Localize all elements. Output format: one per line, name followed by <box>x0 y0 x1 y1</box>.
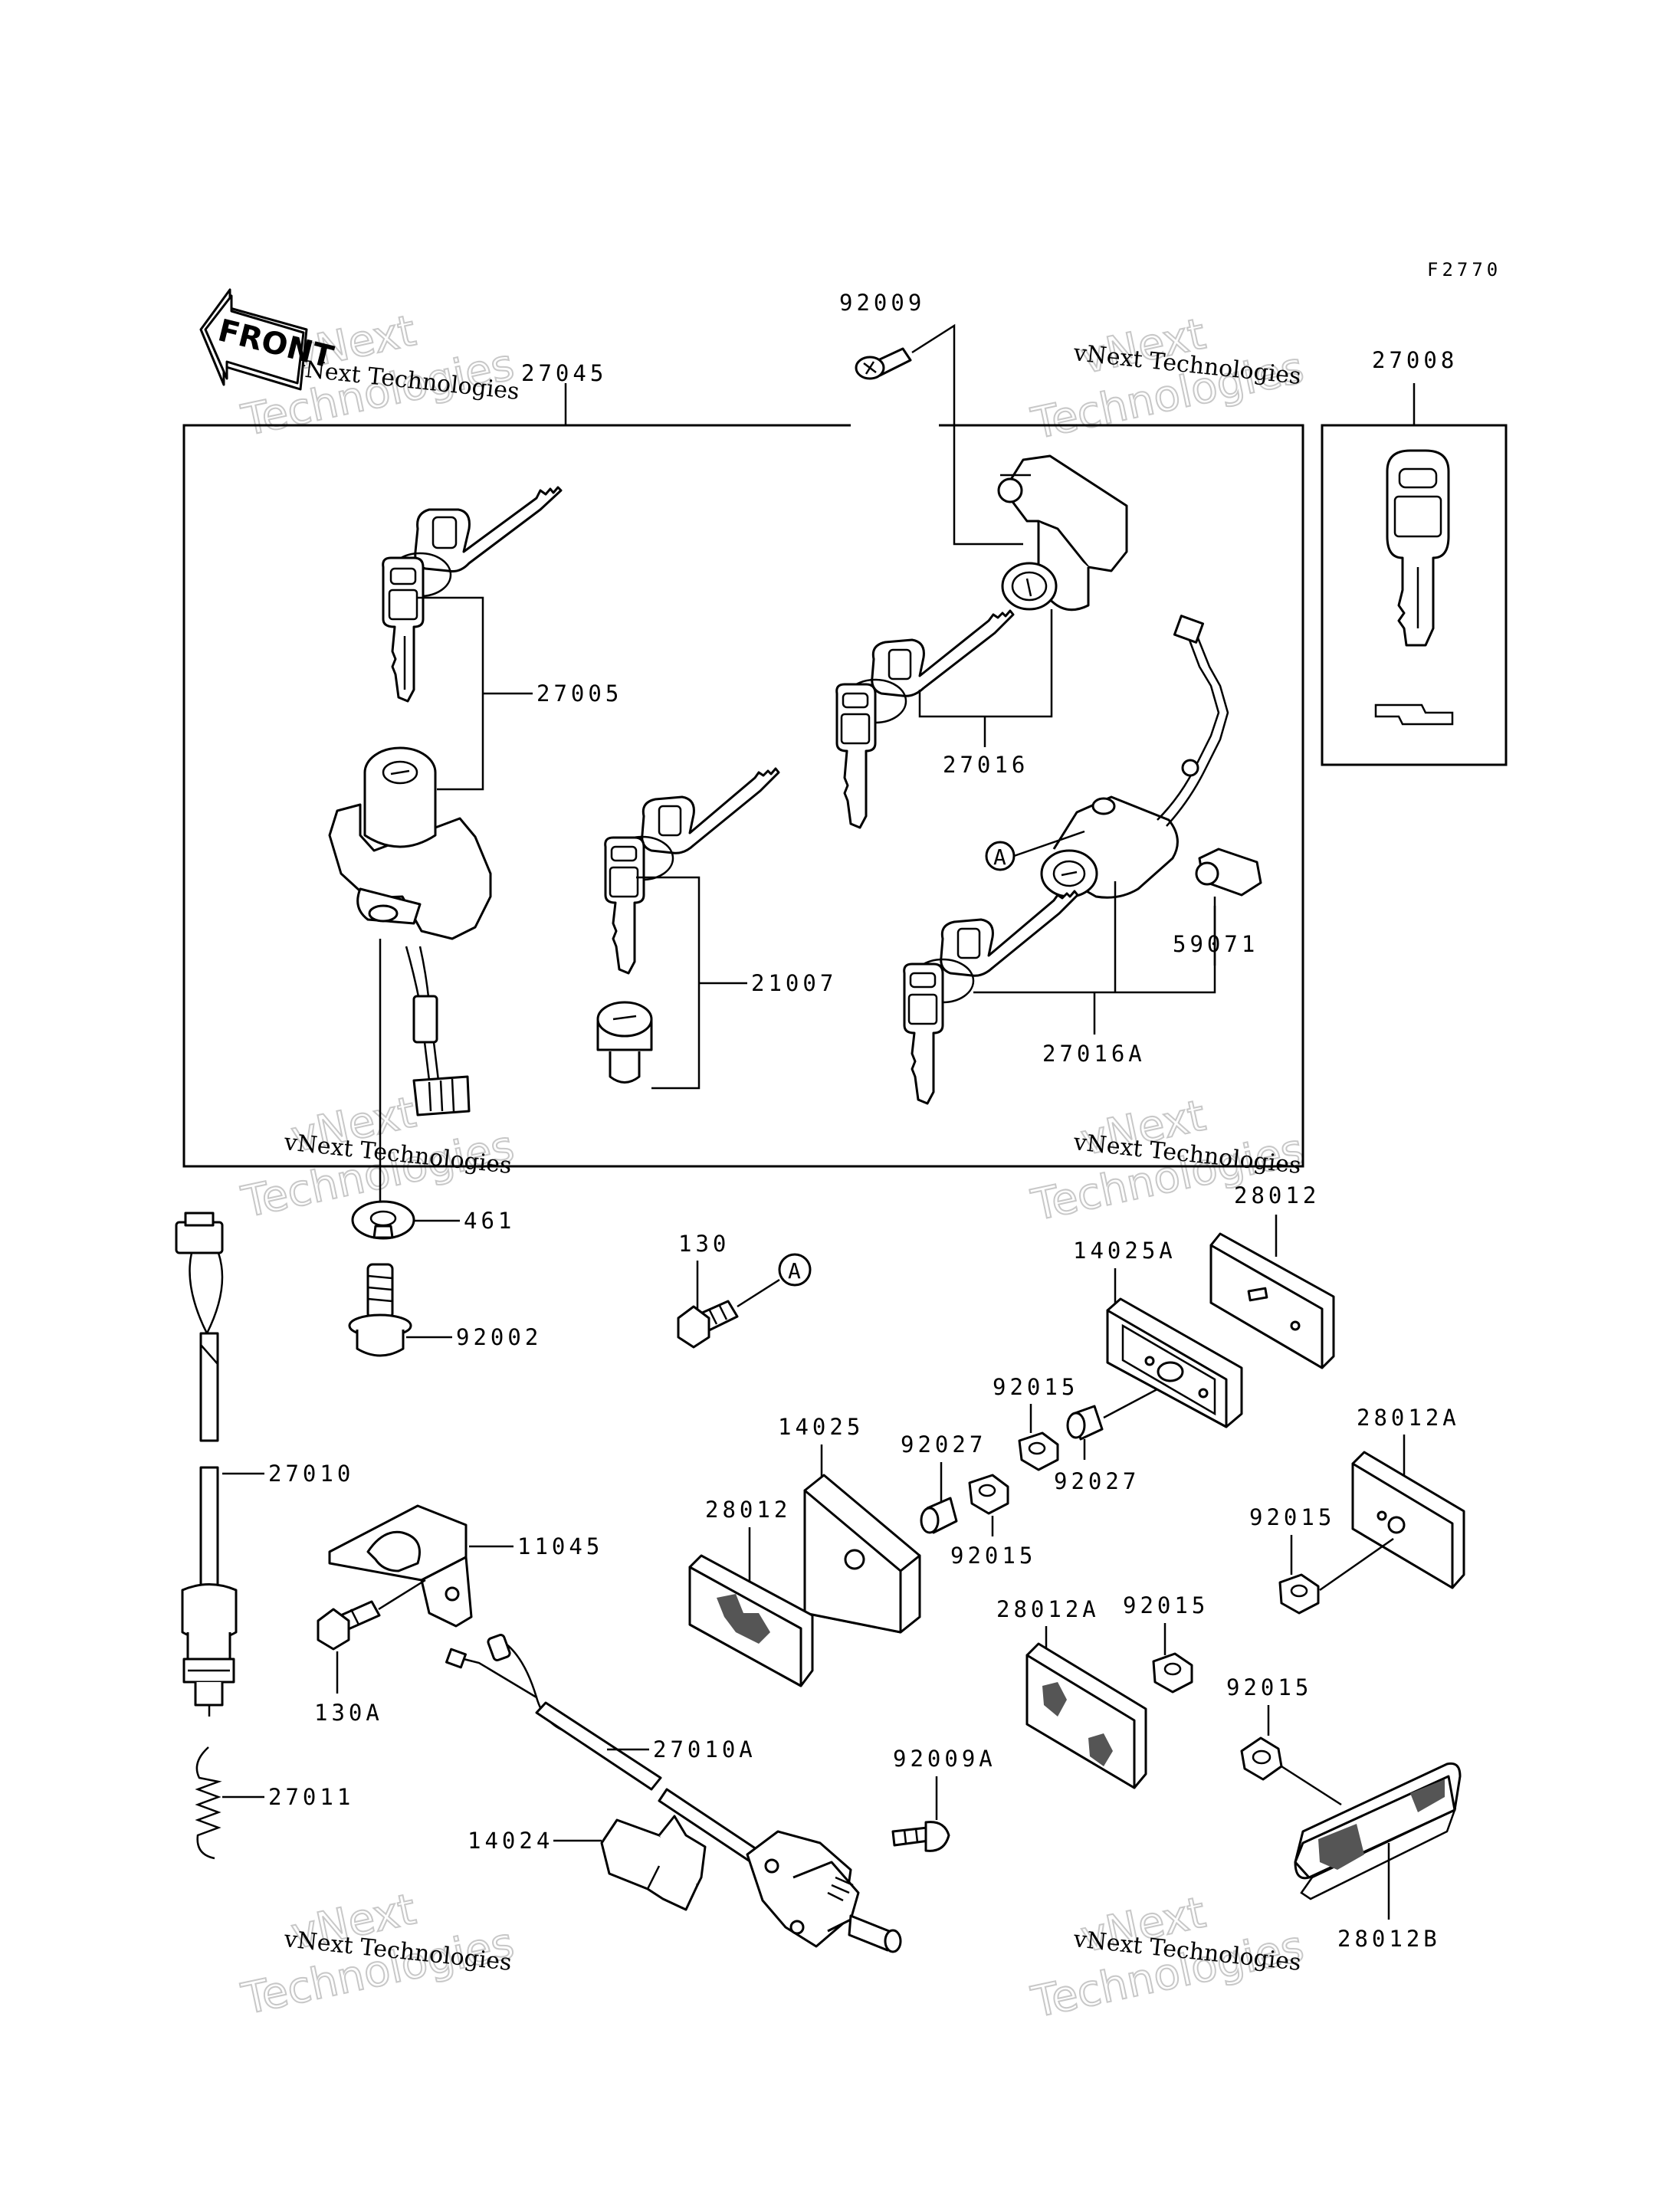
leader-92009 <box>911 323 1023 546</box>
label-14025A: 14025A <box>1073 1238 1176 1264</box>
seat-lock-27016 <box>997 454 1128 612</box>
reflector-28012A-right <box>1351 1451 1465 1589</box>
bolt-130A <box>317 1600 381 1651</box>
label-92015-c: 92015 <box>1249 1504 1335 1530</box>
ref-marker-a-bottom <box>778 1253 812 1287</box>
label-27011: 27011 <box>268 1784 354 1810</box>
ignition-switch-27005 <box>328 746 492 1117</box>
leader-130A-bracket <box>378 1579 426 1611</box>
key-box-27008: 27008 <box>1321 347 1508 766</box>
label-14024: 14024 <box>468 1828 553 1854</box>
label-92015-e: 92015 <box>1226 1674 1312 1700</box>
lamp-plate-14025A <box>1106 1297 1243 1428</box>
label-92009: 92009 <box>839 290 925 316</box>
label-21007: 21007 <box>751 970 837 996</box>
collar-92027-b <box>1066 1405 1104 1441</box>
figure-code: F2770 <box>1427 259 1501 280</box>
label-28012-top: 28012 <box>1234 1182 1320 1208</box>
washer-461 <box>351 1200 415 1240</box>
reflector-28012-mid <box>688 1554 814 1687</box>
helmet-lock-27016A <box>1040 615 1229 899</box>
label-27010A: 27010A <box>653 1736 756 1763</box>
label-92015-d: 92015 <box>1123 1592 1209 1618</box>
screw-92009 <box>855 347 912 380</box>
key-profile-icon <box>1374 703 1454 726</box>
leader-ref-a <box>1013 830 1085 857</box>
bolt-130 <box>677 1300 739 1349</box>
nut-92015-e <box>1240 1736 1283 1781</box>
label-92027-b: 92027 <box>1054 1468 1140 1494</box>
key-icon <box>1386 449 1450 647</box>
keyset-27016 <box>835 609 1015 829</box>
ref-marker-a-bottom-label: A <box>788 1258 801 1284</box>
label-27045: 27045 <box>521 360 607 386</box>
label-130A: 130A <box>314 1700 383 1726</box>
switch-27010 <box>175 1212 238 1717</box>
label-27016A: 27016A <box>1042 1041 1146 1067</box>
spring-27011 <box>195 1746 222 1860</box>
label-28012B: 28012B <box>1337 1926 1441 1952</box>
leader-right-nut <box>1319 1537 1394 1592</box>
bolt-92002 <box>348 1263 412 1357</box>
label-27016: 27016 <box>943 752 1029 778</box>
label-27008: 27008 <box>1372 347 1458 373</box>
nut-92015-d <box>1152 1652 1193 1694</box>
screw-92009A <box>891 1821 950 1852</box>
label-28012A-right: 28012A <box>1357 1405 1460 1431</box>
front-arrow-icon: FRONT <box>199 288 337 391</box>
leader-nut-to-28012B <box>1281 1765 1342 1806</box>
label-11045: 11045 <box>517 1533 603 1559</box>
label-92015-a: 92015 <box>993 1374 1078 1400</box>
label-130: 130 <box>678 1231 730 1257</box>
clamp-59071 <box>1195 848 1262 897</box>
label-27005: 27005 <box>536 680 622 707</box>
keyset-21007 <box>604 767 780 975</box>
ref-marker-a-top-label: A <box>993 844 1006 870</box>
nut-92015-c <box>1278 1573 1320 1615</box>
switch-27010A <box>445 1634 902 1953</box>
lamp-bracket-14025 <box>803 1474 921 1634</box>
keyset-27005 <box>382 486 563 703</box>
label-28012A-mid: 28012A <box>996 1596 1100 1622</box>
label-28012-mid: 28012 <box>705 1497 791 1523</box>
label-461: 461 <box>464 1208 515 1234</box>
nut-92015-a <box>1018 1431 1059 1471</box>
reflector-28012A-mid <box>1025 1642 1147 1789</box>
label-92009A: 92009A <box>893 1746 996 1772</box>
label-59071: 59071 <box>1173 931 1258 957</box>
lens-28012-top <box>1209 1232 1335 1369</box>
lens-28012B <box>1294 1762 1462 1900</box>
nut-92015-b <box>968 1474 1009 1515</box>
label-92027-a: 92027 <box>901 1431 986 1458</box>
keyset-27016A <box>903 890 1079 1105</box>
collar-92027-a <box>920 1497 958 1534</box>
bracket-14024 <box>600 1815 707 1911</box>
leader-130-a <box>737 1278 780 1308</box>
kit-box-27045: 27045 <box>182 360 1304 1168</box>
key-cap-21007 <box>596 1001 653 1084</box>
bracket-21007 <box>636 876 701 1090</box>
label-92015-b: 92015 <box>950 1543 1036 1569</box>
bracket-11045 <box>328 1504 473 1628</box>
label-92002: 92002 <box>456 1324 542 1350</box>
label-14025: 14025 <box>778 1414 864 1440</box>
label-27010: 27010 <box>268 1461 354 1487</box>
